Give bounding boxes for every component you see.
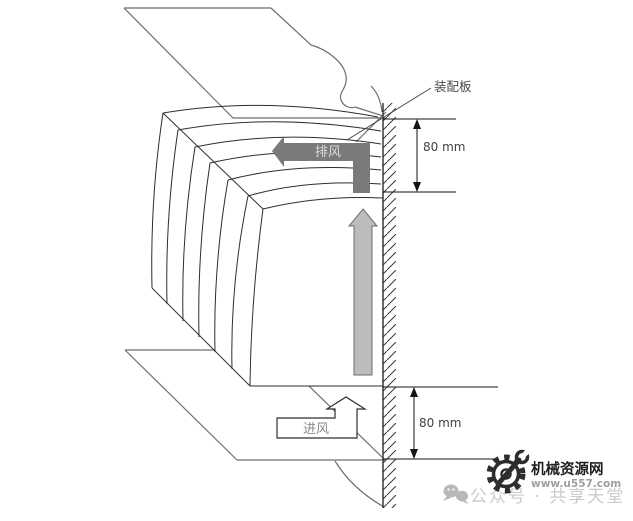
dimension-label-top: 80 mm	[423, 140, 465, 154]
airflow-up-arrow	[347, 208, 379, 376]
watermark: 公众号 · 共享天堂 机械资源网 www.u557.com	[443, 446, 625, 507]
intake-airflow: 进风	[276, 396, 368, 439]
exhaust-airflow: 排风	[272, 136, 370, 193]
top-clearance-dimension	[383, 118, 456, 193]
shelf-edge-break	[270, 7, 356, 109]
watermark-tagline: 公众号 · 共享天堂	[470, 487, 625, 507]
module-front-ridge	[262, 196, 384, 210]
top-shelf-surface	[124, 8, 385, 118]
shelf-break-curve	[334, 460, 385, 508]
watermark-site-url: www.u557.com	[531, 478, 621, 490]
exhaust-arrow	[272, 136, 370, 193]
mounting-plate-hatching	[383, 103, 396, 508]
intake-label: 进风	[303, 422, 329, 437]
mounting-plate	[382, 103, 396, 508]
watermark-site-name: 机械资源网	[531, 460, 604, 478]
dimension-label-bottom: 80 mm	[419, 416, 461, 430]
module-fins	[166, 129, 264, 387]
mounting-plate-label: 装配板	[434, 79, 472, 94]
exhaust-label: 排风	[315, 145, 341, 160]
intake-arrow	[276, 396, 368, 439]
mounting-plate-leader	[346, 87, 432, 141]
module-faces	[151, 105, 383, 386]
module-top-back-edge	[162, 104, 379, 118]
bottom-clearance-dimension	[383, 386, 498, 460]
gear-wrench-icon	[486, 446, 533, 494]
wechat-icon	[443, 484, 469, 504]
module-bottom-left-edge	[151, 287, 251, 387]
module-top-left-ridge	[162, 112, 264, 210]
module-left-edge	[151, 112, 164, 289]
top-shelf	[123, 7, 387, 143]
